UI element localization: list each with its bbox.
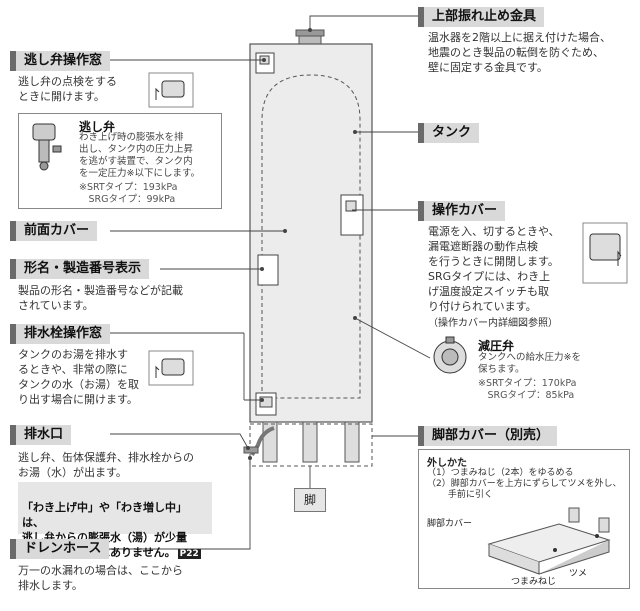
- drain-hose-shape: [250, 426, 275, 457]
- leg-detail-label-claw: ツメ: [569, 569, 588, 579]
- desc-relief-cover: 逃し弁の点検をする ときに開けます。: [18, 75, 117, 103]
- desc-operation-cover-note: （操作カバー内詳細図参照）: [428, 318, 558, 329]
- desc-outlet: 逃し弁、缶体保護弁、排水栓からの お湯（水）が出ます。: [18, 451, 194, 479]
- label-outlet: 排水口: [10, 425, 72, 445]
- desc-drain-hose: 万一の水漏れの場合は、ここから 排水します。: [18, 564, 183, 592]
- desc-top-bracket: 温水器を2階以上に据え付けた場合、 地震のとき製品の転倒を防ぐため、 壁に固定す…: [428, 31, 611, 74]
- relief-valve-spec: ※SRTタイプ：193kPa SRGタイプ：99kPa: [79, 182, 178, 205]
- leg-detail-steps: （1）つまみねじ（2本）をゆるめる （2）脚部カバーを上方にずらしてツメを外し、…: [427, 468, 622, 500]
- reducing-valve-text: タンクへの給水圧力※を 保ちます。: [478, 352, 581, 375]
- drain-cover-icon: [148, 350, 194, 386]
- relief-cover-icon: [148, 72, 194, 108]
- leg-cover-detail: 外しかた （1）つまみねじ（2本）をゆるめる （2）脚部カバーを上方にずらしてツ…: [418, 449, 630, 589]
- label-relief-cover: 逃し弁操作窓: [10, 51, 111, 71]
- leg-cover-removal-illustration: [487, 507, 611, 575]
- leg-detail-label-screw: つまみねじ: [511, 577, 557, 587]
- desc-operation-cover: 電源を入、切するときや、 漏電遮断器の動作点検 を行うときに開閉します。 SRG…: [428, 225, 560, 313]
- label-top-bracket: 上部振れ止め金具: [418, 7, 545, 27]
- label-model: 形名・製造番号表示: [10, 259, 150, 279]
- label-front-cover: 前面カバー: [10, 221, 98, 241]
- model-label-shape: [257, 254, 279, 286]
- leg-detail-title: 外しかた: [427, 458, 467, 469]
- label-leg-cover: 脚部カバー（別売）: [418, 426, 558, 446]
- label-operation-cover: 操作カバー: [418, 201, 506, 221]
- relief-valve-title: 逃し弁: [79, 120, 116, 134]
- leg-cover-outline: [249, 423, 373, 467]
- outlet-note: 「わき上げ中」や「わき増し中」は、 逃し弁からの膨張水（湯）が少量 出ますが故障…: [18, 482, 212, 559]
- desc-drain-cover: タンクのお湯を排水す るときや、非常の際に タンクの水（お湯）を取 り出す場合に…: [18, 348, 139, 406]
- reducing-valve-title: 減圧弁: [478, 339, 515, 353]
- inner-tank-outline: [261, 74, 361, 399]
- reducing-valve-spec: ※SRTタイプ：170kPa SRGタイプ：85kPa: [478, 378, 577, 401]
- label-leg: 脚: [294, 488, 326, 512]
- label-drain-hose: ドレンホース: [10, 539, 110, 559]
- desc-model: 製品の形名・製造番号などが記載 されています。: [18, 284, 183, 312]
- label-drain-cover: 排水栓操作窓: [10, 324, 111, 344]
- reducing-valve-icon: [433, 336, 467, 374]
- leg-detail-label-cover: 脚部カバー: [427, 519, 473, 529]
- relief-valve-icon: [32, 123, 62, 171]
- outlet-ref-badge: P22: [177, 549, 201, 559]
- relief-valve-text: わき上げ時の膨張水を排 出し、タンク内の圧力上昇 を逃がす装置で、タンク内 を一…: [79, 132, 201, 179]
- operation-cover-icon: [582, 222, 628, 284]
- label-tank: タンク: [418, 123, 480, 143]
- relief-valve-box: 逃し弁 わき上げ時の膨張水を排 出し、タンク内の圧力上昇 を逃がす装置で、タンク…: [18, 113, 222, 209]
